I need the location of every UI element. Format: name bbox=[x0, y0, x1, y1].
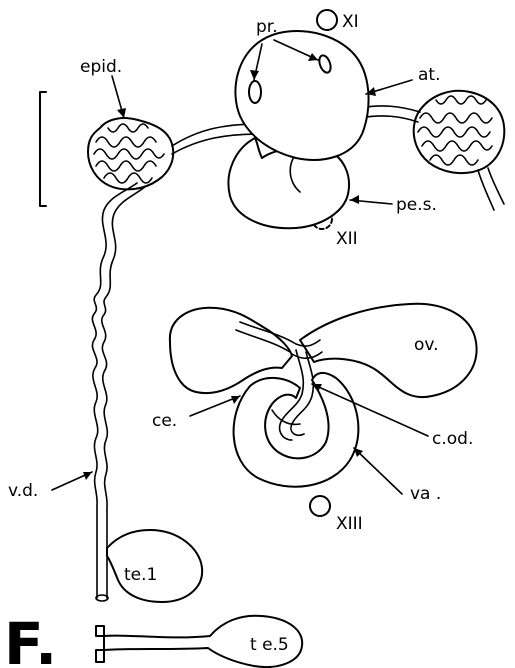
vagina bbox=[234, 373, 359, 487]
label-segment-xiii: XIII bbox=[336, 514, 363, 534]
label-pes: pe.s. bbox=[396, 195, 437, 215]
panel-letter: F. bbox=[4, 610, 57, 668]
label-te1: te.1 bbox=[124, 565, 157, 585]
label-cod: c.od. bbox=[432, 429, 473, 449]
label-ce: ce. bbox=[152, 411, 177, 431]
label-pr: pr. bbox=[256, 17, 278, 37]
label-te5: t e.5 bbox=[250, 635, 289, 655]
label-epid: epid. bbox=[80, 57, 122, 77]
label-segment-xi: XI bbox=[342, 12, 359, 32]
scale-bar bbox=[40, 92, 46, 206]
left-epididymis bbox=[88, 118, 173, 189]
label-va: va . bbox=[410, 484, 441, 504]
label-at: at. bbox=[418, 65, 441, 85]
right-epididymis bbox=[414, 91, 505, 173]
right-vas-deferens bbox=[488, 168, 504, 204]
segment-xi-marker bbox=[317, 10, 337, 30]
label-vd: v.d. bbox=[8, 481, 38, 501]
label-segment-xii: XII bbox=[336, 229, 358, 249]
label-ov: ov. bbox=[414, 335, 439, 355]
segment-xiii-marker bbox=[310, 496, 330, 516]
